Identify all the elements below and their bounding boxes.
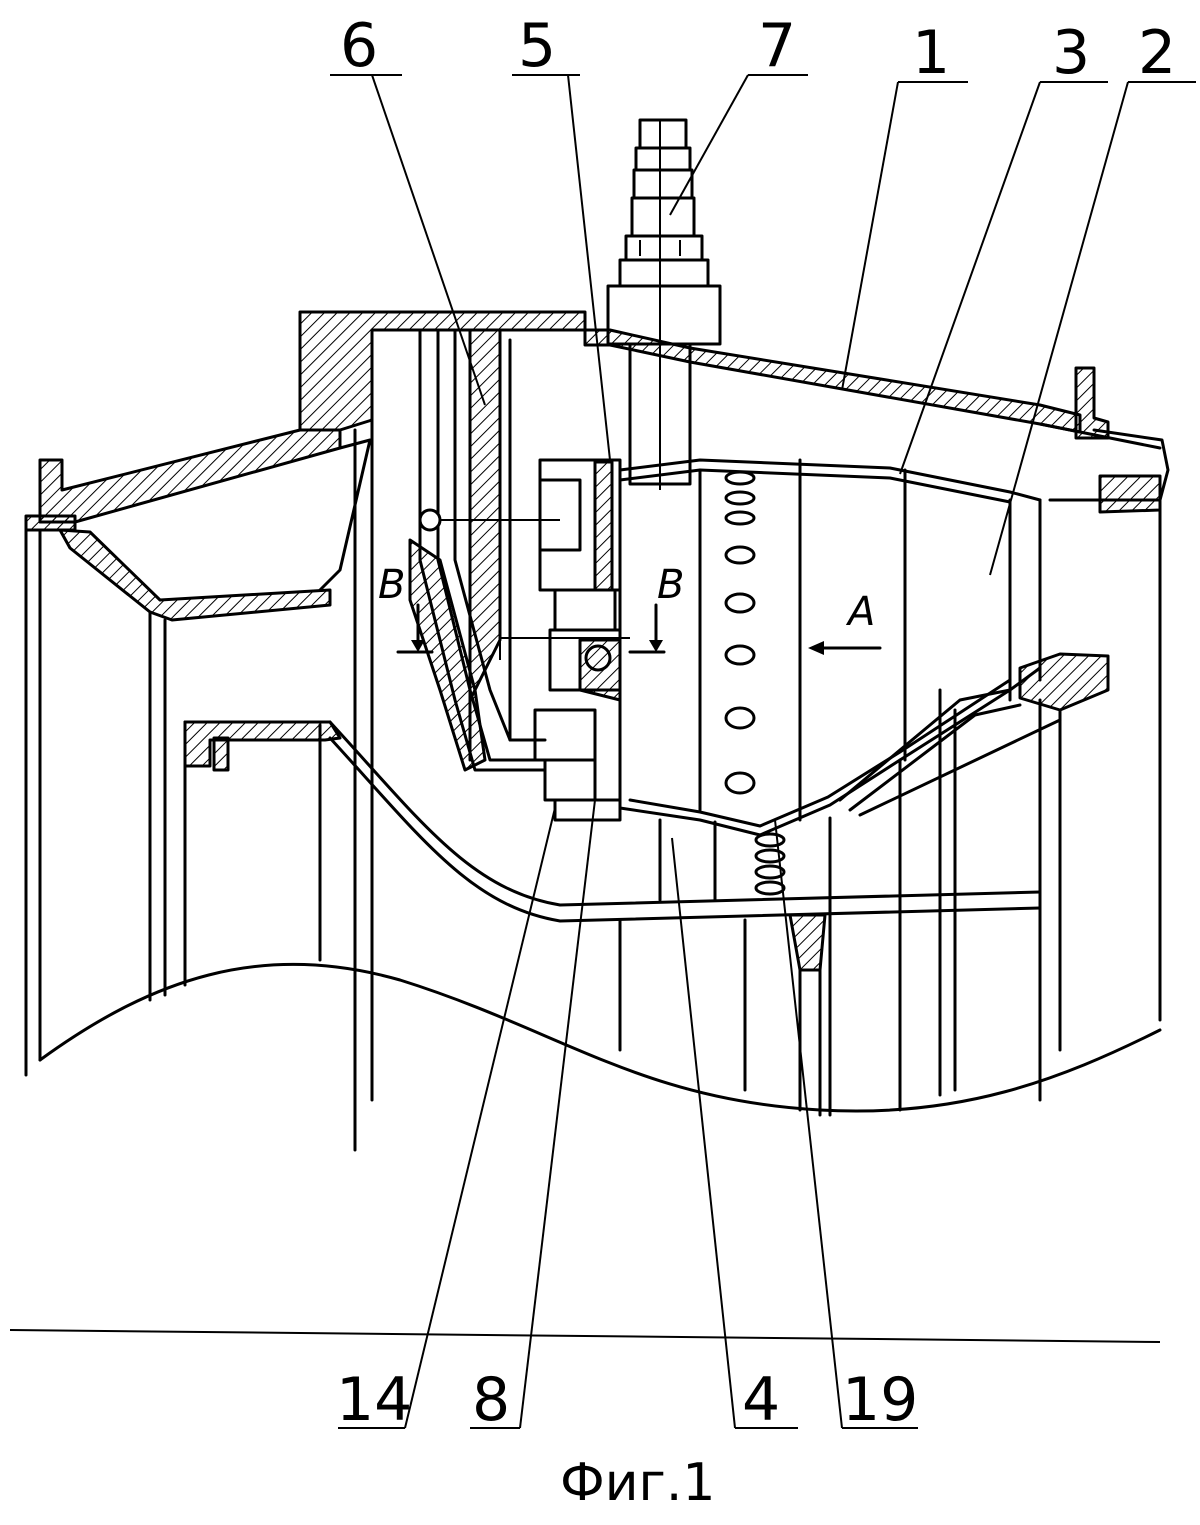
view-mark-a: A [845,589,875,635]
label-2: 2 [1138,18,1176,88]
left-duct [24,418,374,1152]
swirler-5 [500,458,630,822]
leader-lines [330,74,1196,1429]
igniter-7 [606,118,722,490]
label-19: 19 [842,1365,918,1435]
label-8: 8 [472,1365,510,1435]
liner-holes [724,470,786,896]
section-marks: B B A [378,562,882,655]
fuel-manifold-6 [408,328,560,772]
label-6: 6 [340,11,378,81]
label-14: 14 [336,1365,412,1435]
label-1: 1 [912,18,950,88]
label-7: 7 [758,11,796,81]
inner-casing [328,688,1062,1117]
figure-caption: Фиг.1 [560,1453,716,1513]
centerline [9,1329,1161,1343]
outer-casing [24,310,1170,532]
label-5: 5 [518,11,556,81]
break-line [38,962,1162,1113]
section-mark-b-right: B [657,562,684,608]
label-3: 3 [1052,18,1090,88]
label-4: 4 [742,1365,780,1435]
part-labels: 6 5 7 1 3 2 14 8 4 19 [336,11,1176,1435]
inner-rail [183,720,342,772]
section-mark-b-left: B [378,562,405,608]
flame-tube [618,458,1162,1102]
